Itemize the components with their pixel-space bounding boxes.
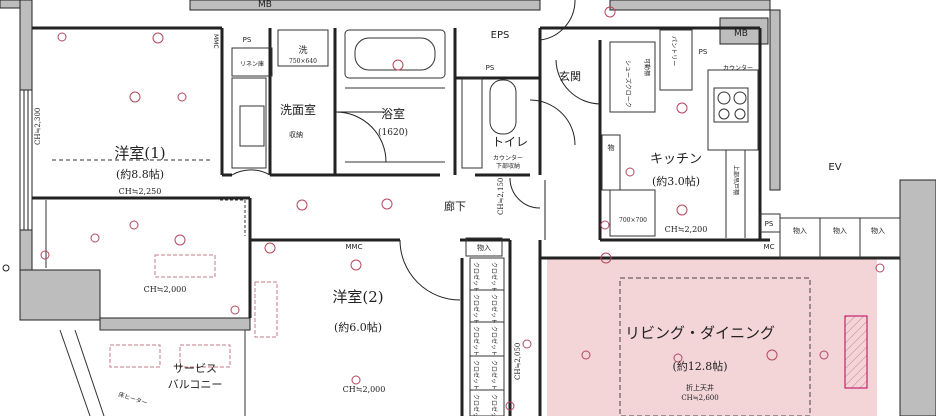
label-mmc-2: MMC [346,243,363,251]
label-closet-7: クロゼット [490,294,498,324]
label-ps-3: PS [699,48,708,56]
room-washroom-washer-size: 750×640 [289,58,317,65]
living-window-hatch [844,315,868,389]
label-eps: EPS [491,30,510,41]
room-kitchen-name: キッチン [650,152,702,167]
room-corridor-ch-vertical: CH≒2,150 [497,178,505,215]
room-bath-size: (1620) [378,127,408,138]
label-closet-6: クロゼット [490,262,498,292]
electrical-symbols [40,6,885,411]
room-balcony-line2: バルコニー [168,378,223,391]
label-closet-3: クロゼット [472,326,480,356]
room-western1-ch: CH≒2,250 [119,187,162,196]
room-western1-name: 洋室(1) [114,144,165,162]
room-kitchen-counter: カウンター [723,64,753,72]
room-balcony-line1: サービス [173,362,217,375]
room-western2-name: 洋室(2) [332,288,383,306]
room-kitchen-pantry: パントリー [670,36,677,66]
label-ev: EV [828,162,841,173]
label-ps-1: PS [243,36,252,44]
room-western1-size: (約8.8帖) [116,167,164,181]
room-entrance-shoes: シューズクローク [624,60,632,108]
room-living-name: リビング・ダイニング [625,324,775,342]
label-closet-9: クロゼット [490,360,498,390]
room-kitchen-size: (約3.0帖) [652,174,700,188]
label-ps-4: PS [765,220,774,228]
room-western2-size: (約6.0帖) [334,320,382,334]
label-shelf: 物 [608,143,615,152]
room-western2-ch: CH≒2,000 [343,385,386,394]
room-toilet-name: トイレ [492,135,528,149]
label-storage-3: 物入 [871,226,885,235]
room-kitchen-upper: 上部吊戸棚 [732,165,740,195]
exterior-marker [2,264,10,272]
room-living-ch: CH≒2,600 [681,394,718,402]
room-western1-ch-vertical: CH≒2,300 [34,108,42,145]
label-closet-8: クロゼット [490,326,498,356]
room-washroom-linen: リネン庫 [240,60,264,68]
label-closet-2: クロゼット [472,294,480,324]
room-washroom-washer: 洗 [298,44,307,56]
room-entrance-shelf: 可動棚 [643,58,651,76]
doors [231,0,601,301]
room-western1-ch-lower: CH≒2,000 [144,285,187,294]
label-storage-4: 物入 [477,243,491,252]
detail-lines [45,29,901,416]
label-closet-1: クロゼット [472,262,480,292]
label-closet-5: クロゼット [472,394,480,416]
living-ceiling-outline [619,277,811,416]
label-storage-2: 物入 [833,226,847,235]
room-kitchen-ch: CH≒2,200 [665,225,708,234]
room-washroom-name: 洗面室 [280,102,316,117]
label-mc: MC [764,243,775,251]
room-living-size: (約12.8帖) [672,359,727,373]
room-western2-ch-vertical: CH≒2,050 [514,343,522,380]
room-kitchen-dim: 700×700 [619,217,647,224]
label-closet-10: クロゼット [490,394,498,416]
label-mmc-1: MMC [212,34,219,49]
label-mb-top: MB [258,0,272,10]
label-storage-1: 物入 [793,226,807,235]
living-highlight [547,258,877,416]
label-mb-right: MB [734,29,748,39]
balcony-area [59,254,278,416]
label-ps-2: PS [486,64,495,72]
room-washroom-storage: 収納 [289,130,303,139]
room-corridor-name: 廊下 [444,199,466,213]
room-living-ceiling-note: 折上天井 [686,383,714,392]
room-toilet-counter: カウンター [493,154,523,162]
room-entrance-name: 玄関 [559,69,581,83]
room-balcony-note: 床ヒーター [117,390,148,407]
room-bath-name: 浴室 [381,106,405,121]
room-toilet-storage: 下部収納 [496,162,520,170]
label-closet-4: クロゼット [472,360,480,390]
window-left [19,89,33,231]
